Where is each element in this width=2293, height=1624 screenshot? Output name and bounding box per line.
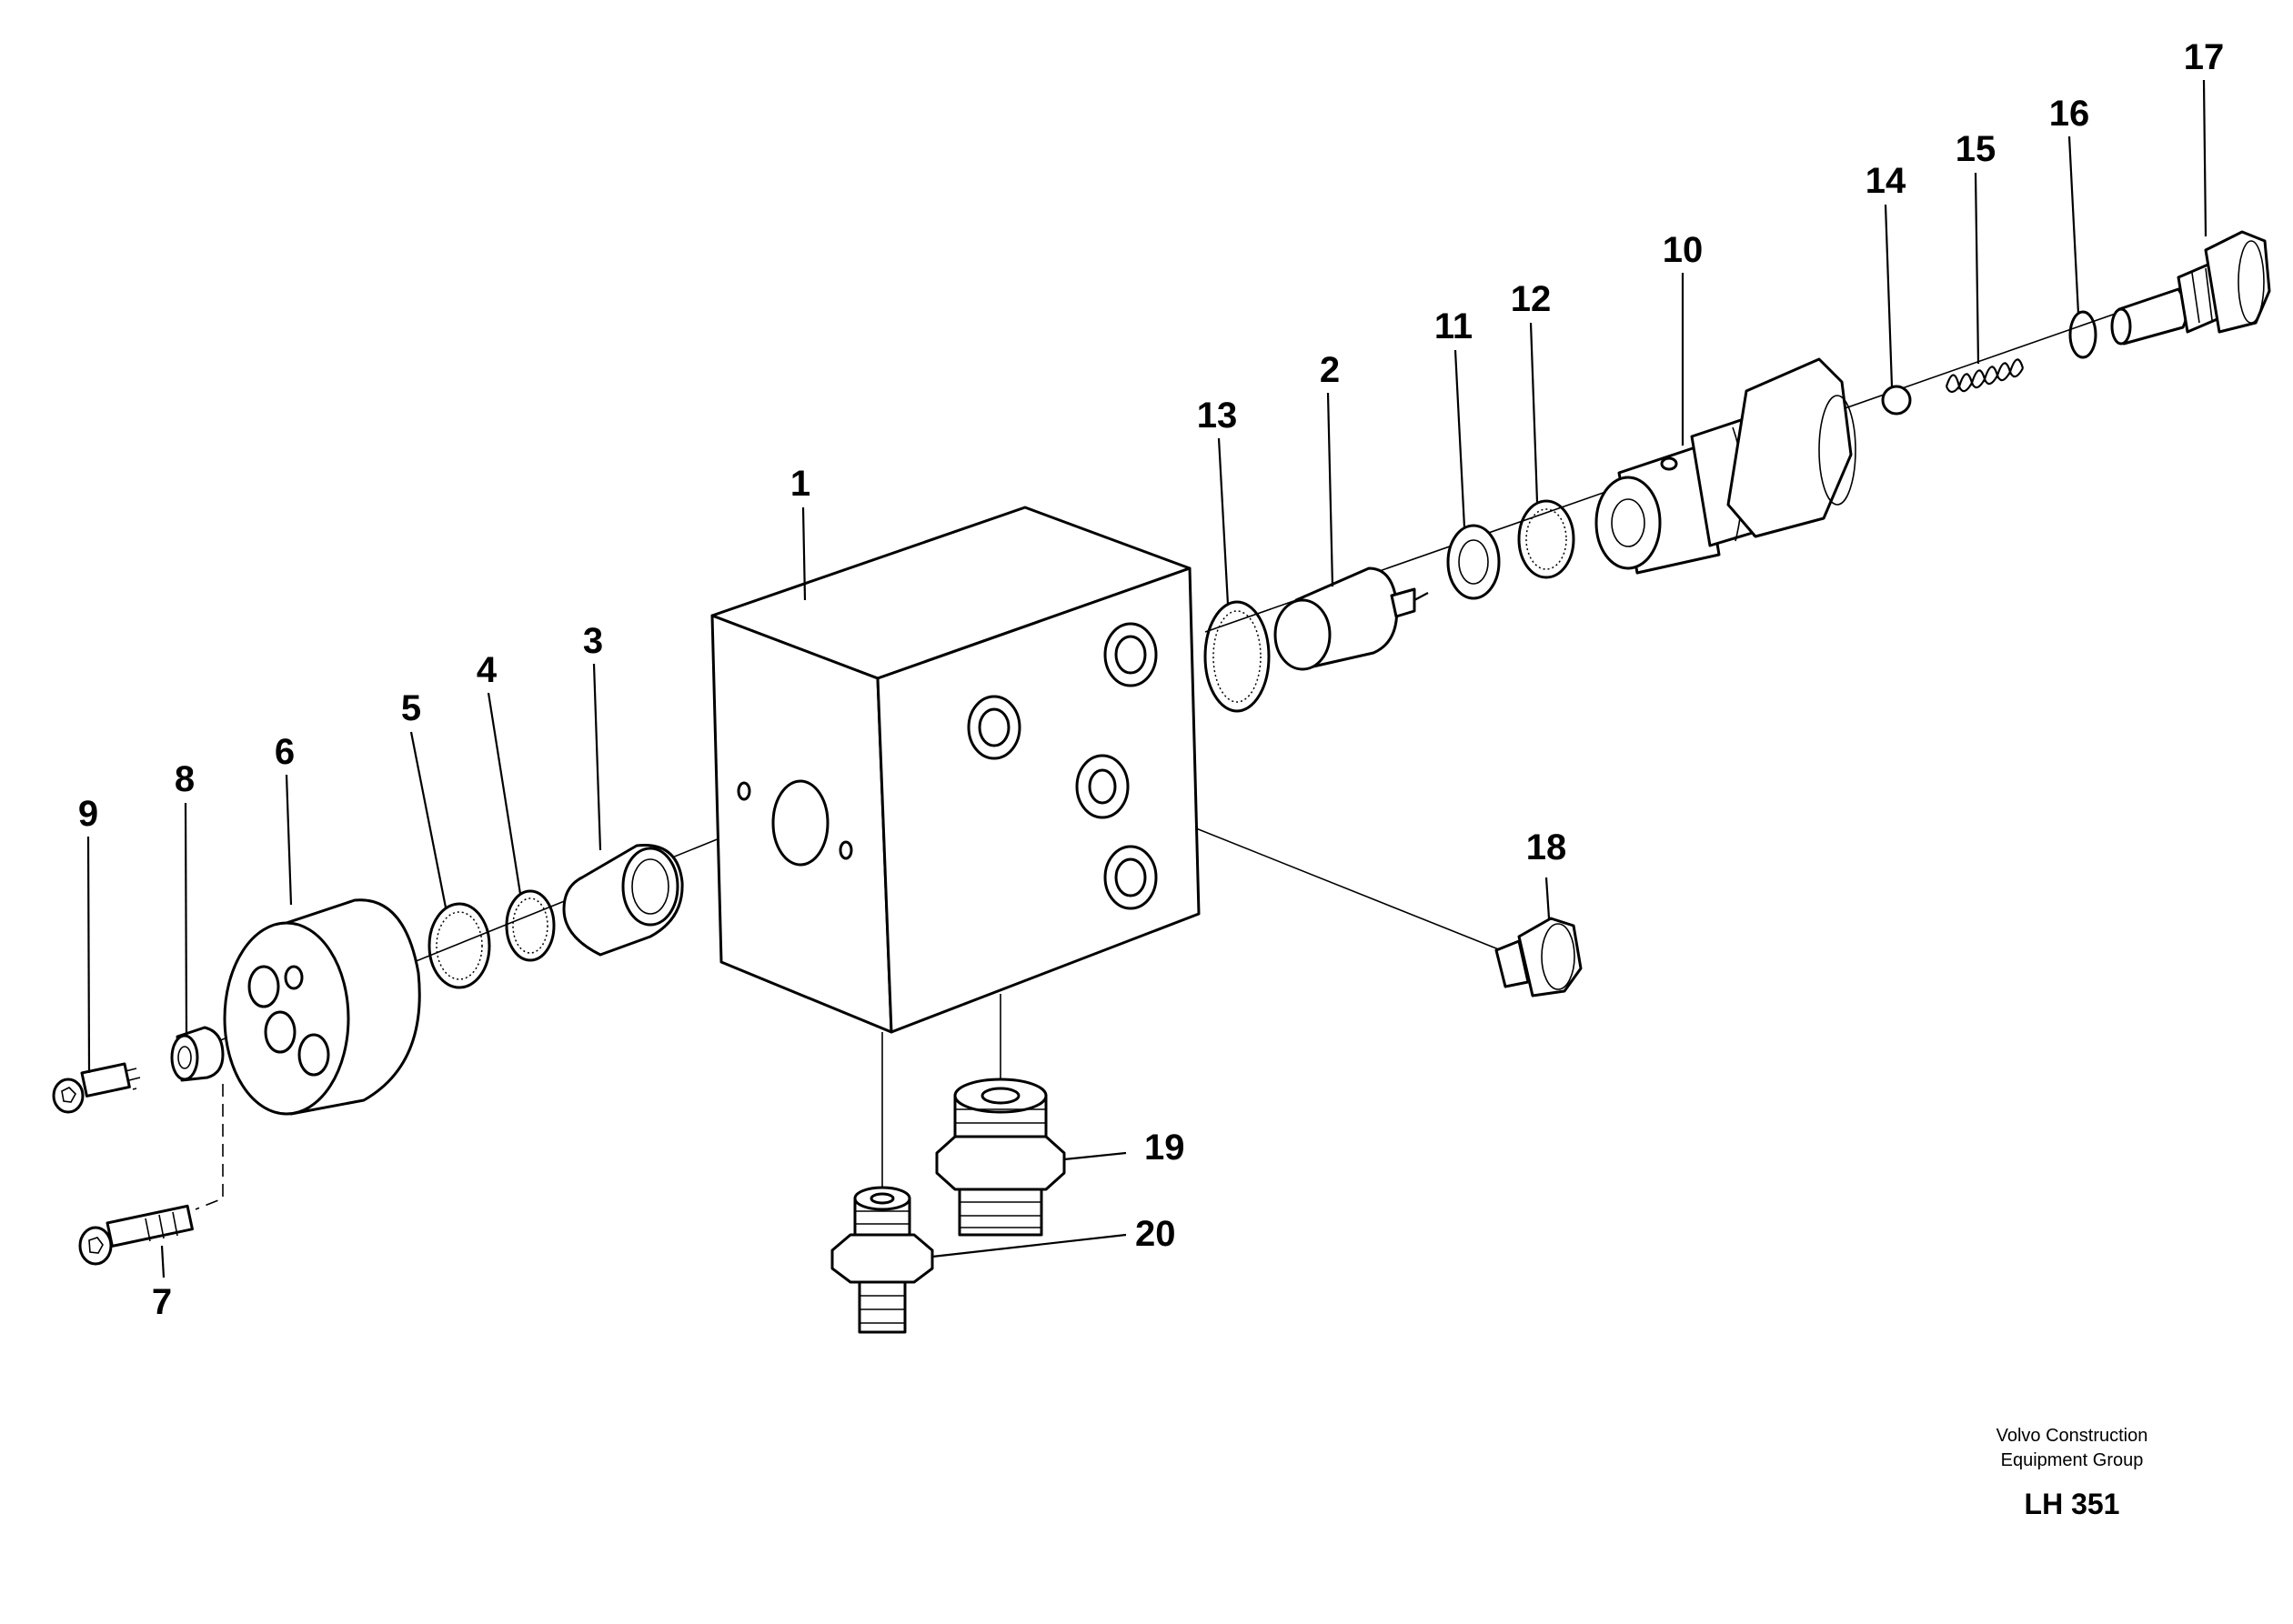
callout-9: 9 [78,794,98,834]
callout-2: 2 [1320,350,1340,390]
callout-20: 20 [1135,1214,1176,1254]
callout-8: 8 [175,759,195,799]
part-13-seal [1203,600,1271,713]
part-4-seal [505,889,556,962]
callout-labels: 1 2 3 4 5 6 7 8 9 10 11 12 13 14 15 16 1… [78,37,2224,1322]
callout-11: 11 [1434,306,1473,346]
part-8-sleeve [170,1026,225,1082]
valve-block [710,506,1201,1034]
part-12-seal [1517,499,1575,579]
part-17-adjusting-screw [2110,230,2271,346]
part-6-cover [223,898,421,1116]
callout-19: 19 [1144,1128,1185,1168]
callout-1: 1 [790,464,810,504]
part-16-snap-ring [2068,310,2097,359]
drawing-code: LH 351 [2025,1488,2120,1520]
callout-15: 15 [1956,129,1996,169]
leader-lines [86,79,2208,1278]
part-15-spring [1945,358,2025,394]
callout-6: 6 [275,732,295,772]
part-11-ring [1446,524,1501,600]
callout-14: 14 [1866,161,1906,201]
part-7-screw [78,1204,194,1266]
callout-3: 3 [583,621,603,661]
part-2-piston [1273,566,1429,671]
callout-18: 18 [1526,827,1567,867]
company-line-2: Equipment Group [2001,1450,2144,1470]
part-10-cartridge [1594,357,1856,575]
part-5-seal [427,902,491,989]
part-9-screw [52,1062,141,1114]
part-3-plug [562,844,684,957]
callout-17: 17 [2184,37,2225,77]
drawing-footer: Volvo Construction Equipment Group LH 35… [1996,1426,2148,1520]
callout-16: 16 [2049,94,2090,134]
part-20-fitting [830,1186,934,1334]
part-18-plug [1494,917,1583,997]
callout-4: 4 [477,650,498,690]
company-line-1: Volvo Construction [1996,1426,2148,1446]
callout-10: 10 [1663,230,1704,270]
callout-13: 13 [1197,396,1238,436]
block-ports [967,622,1158,910]
callout-5: 5 [401,688,421,728]
part-19-fitting [935,1078,1066,1237]
callout-12: 12 [1511,279,1552,319]
part-14-ball [1881,385,1912,416]
callout-7: 7 [152,1282,172,1322]
